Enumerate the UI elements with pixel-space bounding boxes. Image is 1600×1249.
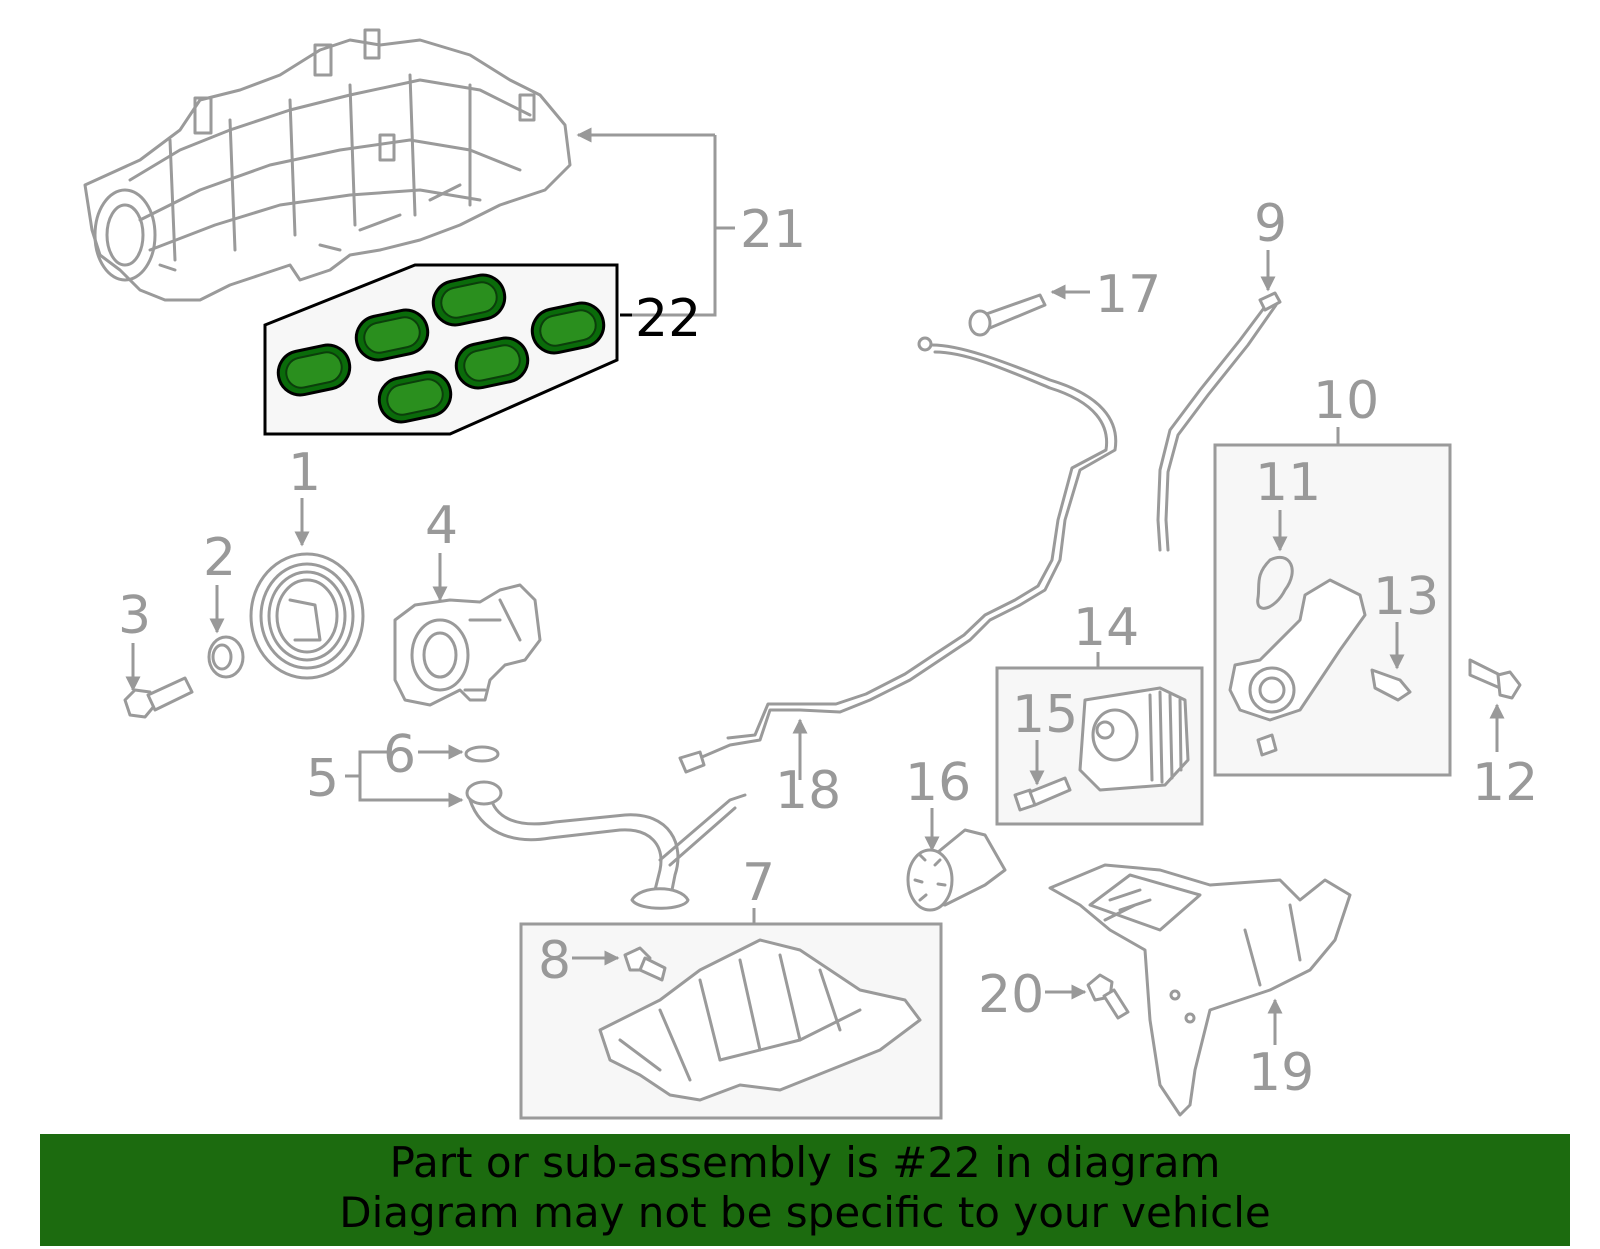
- banner-line-1: Part or sub-assembly is #22 in diagram: [389, 1138, 1221, 1187]
- callout-17[interactable]: 17: [1095, 265, 1161, 325]
- o-ring-part-6[interactable]: [464, 745, 500, 763]
- oil-pickup-tube-part-5[interactable]: [465, 780, 747, 910]
- callout-8[interactable]: 8: [538, 931, 571, 991]
- callout-20[interactable]: 20: [978, 965, 1044, 1025]
- callout-18[interactable]: 18: [775, 761, 841, 821]
- gasket-3: [431, 273, 507, 327]
- seal-part-11[interactable]: [1256, 555, 1294, 610]
- gasket-1: [276, 343, 352, 397]
- sensor-part-13[interactable]: [1370, 668, 1412, 702]
- callout-6[interactable]: 6: [383, 725, 416, 785]
- callout-9[interactable]: 9: [1254, 194, 1287, 254]
- dipstick-tube-part-9[interactable]: [1156, 291, 1282, 552]
- callout-2[interactable]: 2: [203, 528, 236, 588]
- wire-harness-part-18[interactable]: [678, 336, 1118, 774]
- callout-1[interactable]: 1: [288, 443, 321, 503]
- callout-21[interactable]: 21: [740, 200, 806, 260]
- notice-banner: Part or sub-assembly is #22 in diagram D…: [40, 1134, 1570, 1246]
- callout-10[interactable]: 10: [1313, 371, 1379, 431]
- intake-manifold-part-21[interactable]: [83, 28, 572, 302]
- gasket-4: [377, 370, 453, 424]
- callout-13[interactable]: 13: [1373, 567, 1439, 627]
- gasket-6: [530, 301, 606, 355]
- oil-pan-part-7[interactable]: [598, 938, 922, 1102]
- bolt-part-8[interactable]: [623, 946, 667, 982]
- oil-filter-adapter-part-10[interactable]: [1228, 578, 1367, 757]
- bolt-part-15[interactable]: [1013, 776, 1072, 812]
- oil-filter-part-16[interactable]: [906, 828, 1007, 912]
- leader-21: [620, 135, 717, 317]
- gasket-5: [454, 336, 530, 390]
- bolt-part-12[interactable]: [1468, 658, 1522, 700]
- oil-pump-part-4[interactable]: [393, 583, 542, 707]
- callout-4[interactable]: 4: [425, 496, 458, 556]
- callout-11[interactable]: 11: [1255, 453, 1321, 513]
- crankshaft-pulley-part-1[interactable]: [249, 552, 365, 680]
- callout-3[interactable]: 3: [118, 586, 151, 646]
- gasket-set-part-22[interactable]: [263, 263, 619, 436]
- callout-12[interactable]: 12: [1472, 753, 1538, 813]
- sensor-part-17[interactable]: [968, 293, 1047, 337]
- callout-7[interactable]: 7: [742, 853, 775, 913]
- callout-5[interactable]: 5: [306, 749, 339, 809]
- oil-cooler-part-14[interactable]: [1078, 686, 1190, 792]
- bolt-part-20[interactable]: [1086, 973, 1130, 1020]
- shield-part-19[interactable]: [1048, 863, 1352, 1117]
- washer-part-2[interactable]: [207, 635, 245, 679]
- callout-22[interactable]: 22: [635, 289, 701, 349]
- callout-15[interactable]: 15: [1012, 685, 1078, 745]
- callout-16[interactable]: 16: [905, 753, 971, 813]
- bolt-part-3[interactable]: [123, 676, 194, 719]
- banner-line-2: Diagram may not be specific to your vehi…: [339, 1188, 1271, 1237]
- gasket-2: [354, 308, 430, 362]
- callout-14[interactable]: 14: [1073, 598, 1139, 658]
- callout-19[interactable]: 19: [1248, 1043, 1314, 1103]
